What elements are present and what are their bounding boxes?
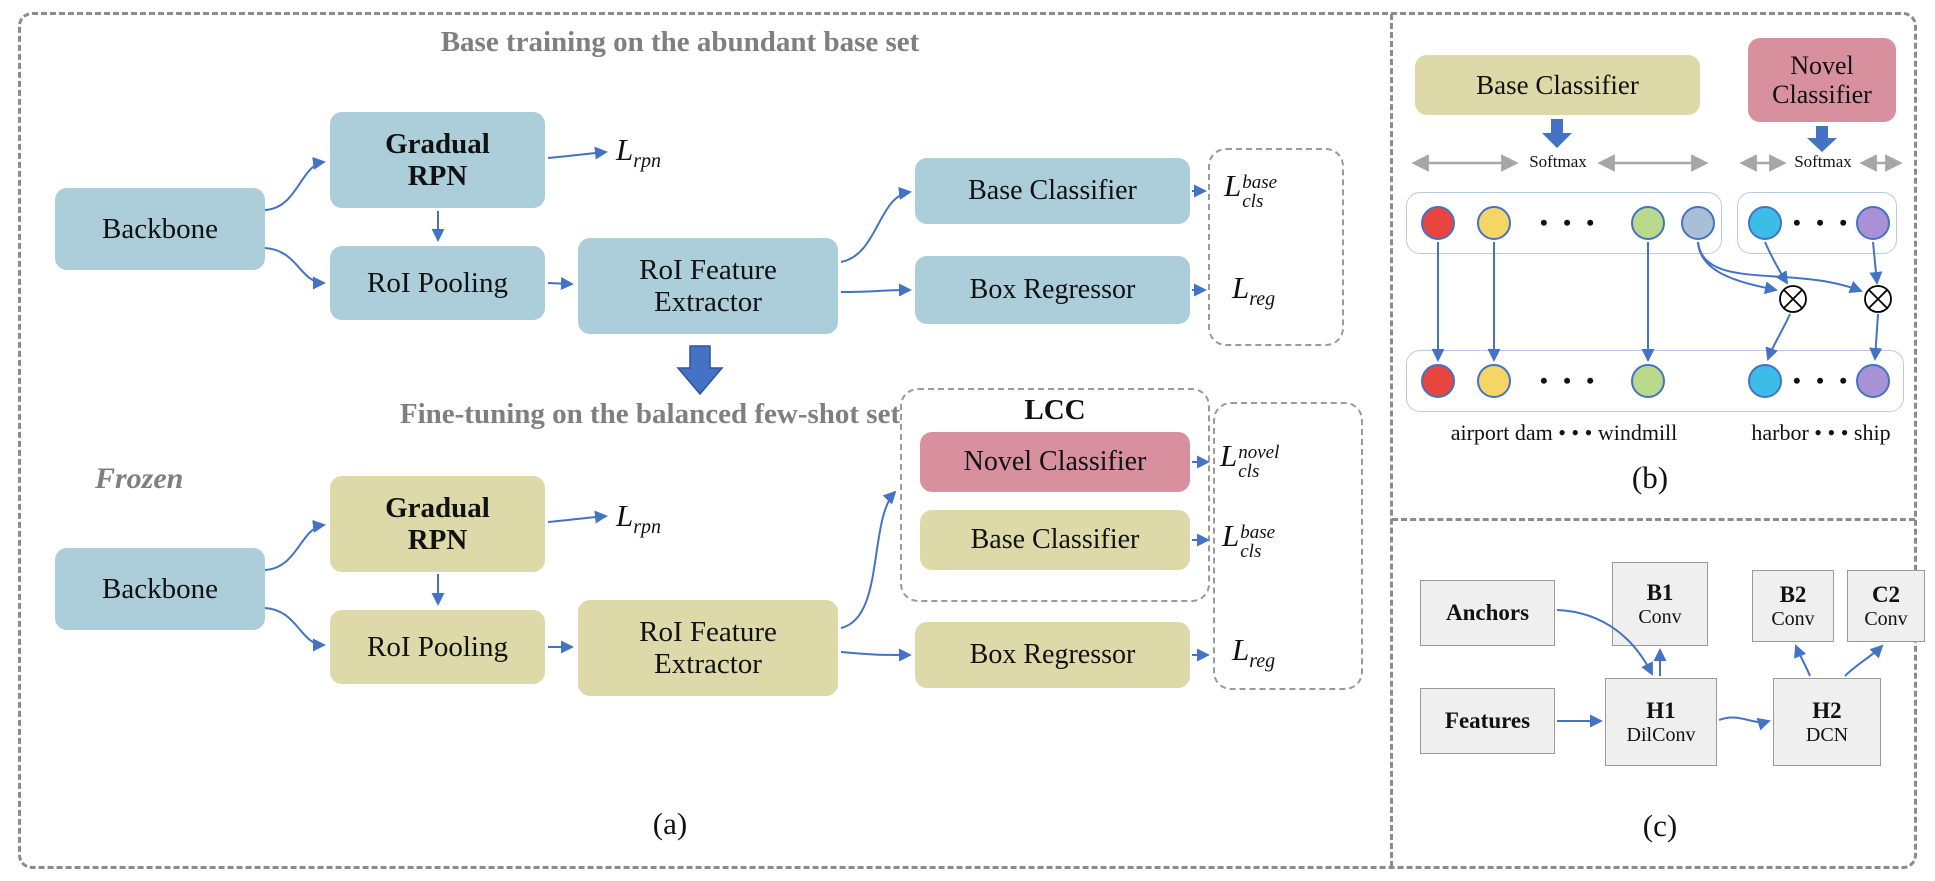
- class-circle-background-top: [1681, 206, 1715, 240]
- ellipsis-top-left: • • •: [1540, 210, 1600, 235]
- anchors-box: Anchors: [1420, 580, 1555, 646]
- h2-dcn-box: H2 DCN: [1773, 678, 1881, 766]
- panel-separator-horizontal: [1392, 518, 1915, 521]
- roi-pooling-box-finetune: RoI Pooling: [330, 610, 545, 684]
- b1-conv-box: B1 Conv: [1612, 562, 1708, 646]
- finetune-loss-group-box: [1213, 402, 1363, 690]
- base-class-names: airport dam • • • windmill: [1450, 420, 1678, 445]
- class-circle-red-top: [1421, 206, 1455, 240]
- h1-dilconv-box: H1 DilConv: [1605, 678, 1717, 766]
- base-classifier-box-panel-b: Base Classifier: [1415, 55, 1700, 115]
- base-classifier-box-base: Base Classifier: [915, 158, 1190, 224]
- calibrated-logits-row: [1406, 350, 1904, 412]
- ellipsis-bottom-left: • • •: [1540, 368, 1600, 393]
- box-regressor-box-finetune: Box Regressor: [915, 622, 1190, 688]
- novel-classifier-box-finetune: Novel Classifier: [920, 432, 1190, 492]
- novel-class-names: harbor • • • ship: [1751, 420, 1891, 445]
- roi-pooling-box-base: RoI Pooling: [330, 246, 545, 320]
- gradual-rpn-box-base: Gradual RPN: [330, 112, 545, 208]
- frozen-label: Frozen: [95, 462, 184, 495]
- base-classifier-box-finetune: Base Classifier: [920, 510, 1190, 570]
- backbone-box-finetune: Backbone: [55, 548, 265, 630]
- class-circle-cyan-top: [1748, 206, 1782, 240]
- lcc-group-box: [900, 388, 1210, 602]
- base-loss-group-box: [1208, 148, 1344, 346]
- class-circle-yellow-bottom: [1477, 364, 1511, 398]
- caption-b: (b): [1631, 460, 1669, 495]
- fine-tuning-title: Fine-tuning on the balanced few-shot set: [399, 398, 901, 430]
- loss-reg-label-finetune: Lreg: [1232, 632, 1276, 672]
- caption-a: (a): [652, 806, 688, 841]
- base-training-title: Base training on the abundant base set: [440, 26, 920, 58]
- panel-separator-vertical: [1390, 14, 1393, 867]
- c2-conv-box: C2 Conv: [1847, 570, 1925, 642]
- softmax-label-base: Softmax: [1529, 152, 1587, 171]
- loss-reg-label-base: Lreg: [1232, 270, 1276, 310]
- loss-rpn-label-finetune: Lrpn: [616, 498, 662, 538]
- class-circle-purple-bottom: [1856, 364, 1890, 398]
- class-circle-purple-top: [1856, 206, 1890, 240]
- class-circle-yellow-top: [1477, 206, 1511, 240]
- softmax-label-novel: Softmax: [1794, 152, 1852, 171]
- class-circle-red-bottom: [1421, 364, 1455, 398]
- roi-feature-extractor-box-finetune: RoI Feature Extractor: [578, 600, 838, 696]
- box-regressor-box-base: Box Regressor: [915, 256, 1190, 324]
- lcc-title: LCC: [1024, 394, 1086, 426]
- caption-c: (c): [1642, 808, 1678, 843]
- b2-conv-box: B2 Conv: [1752, 570, 1834, 642]
- backbone-box-base: Backbone: [55, 188, 265, 270]
- class-circle-green-bottom: [1631, 364, 1665, 398]
- ellipsis-bottom-right: • • •: [1793, 368, 1853, 393]
- roi-feature-extractor-box-base: RoI Feature Extractor: [578, 238, 838, 334]
- base-logits-row: [1406, 192, 1722, 254]
- class-circle-green-top: [1631, 206, 1665, 240]
- loss-rpn-label-base: Lrpn: [616, 132, 662, 172]
- figure-border: [18, 12, 1917, 869]
- class-circle-cyan-bottom: [1748, 364, 1782, 398]
- gradual-rpn-box-finetune: Gradual RPN: [330, 476, 545, 572]
- novel-classifier-box-panel-b: Novel Classifier: [1748, 38, 1896, 122]
- ellipsis-top-right: • • •: [1793, 210, 1853, 235]
- features-box: Features: [1420, 688, 1555, 754]
